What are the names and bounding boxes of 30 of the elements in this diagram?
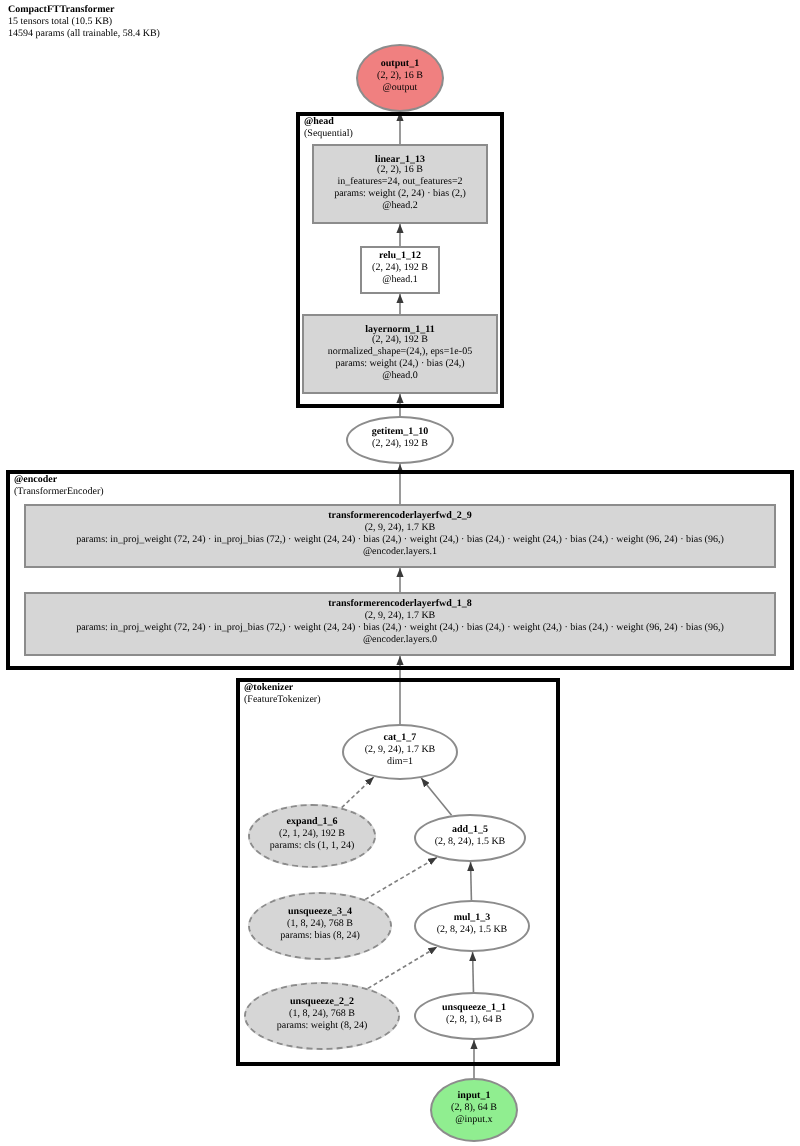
dashed-arrow xyxy=(367,946,439,990)
arrow xyxy=(396,393,404,417)
arrow xyxy=(469,951,477,993)
layer-box xyxy=(24,504,776,568)
layer-box xyxy=(302,314,498,394)
op-ellipse xyxy=(414,900,530,952)
layer-box xyxy=(24,592,776,656)
input-ellipse xyxy=(430,1078,518,1142)
arrow xyxy=(467,861,475,901)
op-ellipse xyxy=(346,416,454,464)
arrow xyxy=(396,567,404,593)
arrow xyxy=(396,463,404,505)
module-frame xyxy=(296,112,504,408)
arrow xyxy=(470,1039,478,1079)
arrow xyxy=(396,111,404,145)
arrow xyxy=(396,655,404,725)
op-ellipse xyxy=(414,992,534,1040)
dashed-arrow xyxy=(340,776,375,809)
layer-box xyxy=(312,144,488,224)
module-frame xyxy=(6,470,794,670)
parameter-ellipse xyxy=(244,982,400,1050)
arrow xyxy=(396,293,404,315)
module-frame xyxy=(236,678,560,1066)
op-ellipse xyxy=(414,814,526,862)
dashed-arrow xyxy=(364,856,438,901)
arrow xyxy=(396,223,404,247)
layer-box xyxy=(360,246,440,294)
op-ellipse xyxy=(342,724,458,780)
output-ellipse xyxy=(356,44,444,112)
arrow xyxy=(420,777,453,817)
